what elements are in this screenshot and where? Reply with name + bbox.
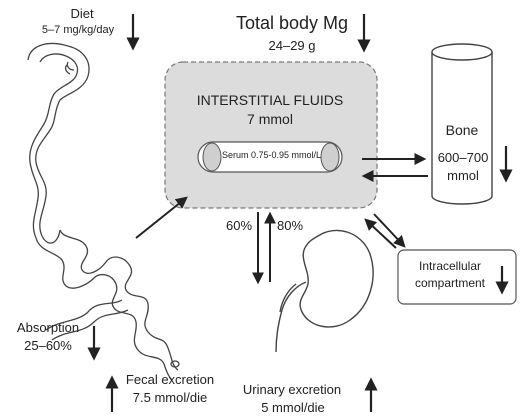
urinary-title: Urinary excretion bbox=[230, 382, 354, 398]
diet-title: Diet bbox=[52, 6, 112, 22]
gut-to-fluids-arrow bbox=[136, 198, 186, 238]
kidney-illustration bbox=[276, 230, 373, 352]
total-mg-title: Total body Mg bbox=[222, 12, 362, 35]
bone-amount-value: 600–700 bbox=[434, 150, 492, 166]
interstitial-title: INTERSTITIAL FLUIDS bbox=[180, 92, 360, 110]
serum-label: Serum 0.75-0.95 mmol/L bbox=[222, 150, 320, 161]
bone-title: Bone bbox=[436, 122, 488, 140]
intracellular-line1: Intracellular bbox=[405, 259, 495, 274]
total-mg-amount: 24–29 g bbox=[252, 38, 332, 54]
fecal-amount: 7.5 mmol/die bbox=[118, 390, 222, 406]
diet-amount: 5–7 mg/kg/day bbox=[18, 24, 138, 38]
filtered-percentage: 60% bbox=[222, 218, 256, 234]
interstitial-fluids-box bbox=[165, 62, 377, 208]
reabsorbed-percentage: 80% bbox=[273, 218, 307, 234]
intracellular-line2: compartment bbox=[405, 276, 495, 291]
fecal-title: Fecal excretion bbox=[118, 372, 222, 388]
bone-amount-unit: mmol bbox=[434, 168, 492, 184]
absorption-title: Absorption bbox=[8, 320, 88, 336]
absorption-pct: 25–60% bbox=[14, 338, 82, 354]
interstitial-amount: 7 mmol bbox=[220, 111, 320, 129]
